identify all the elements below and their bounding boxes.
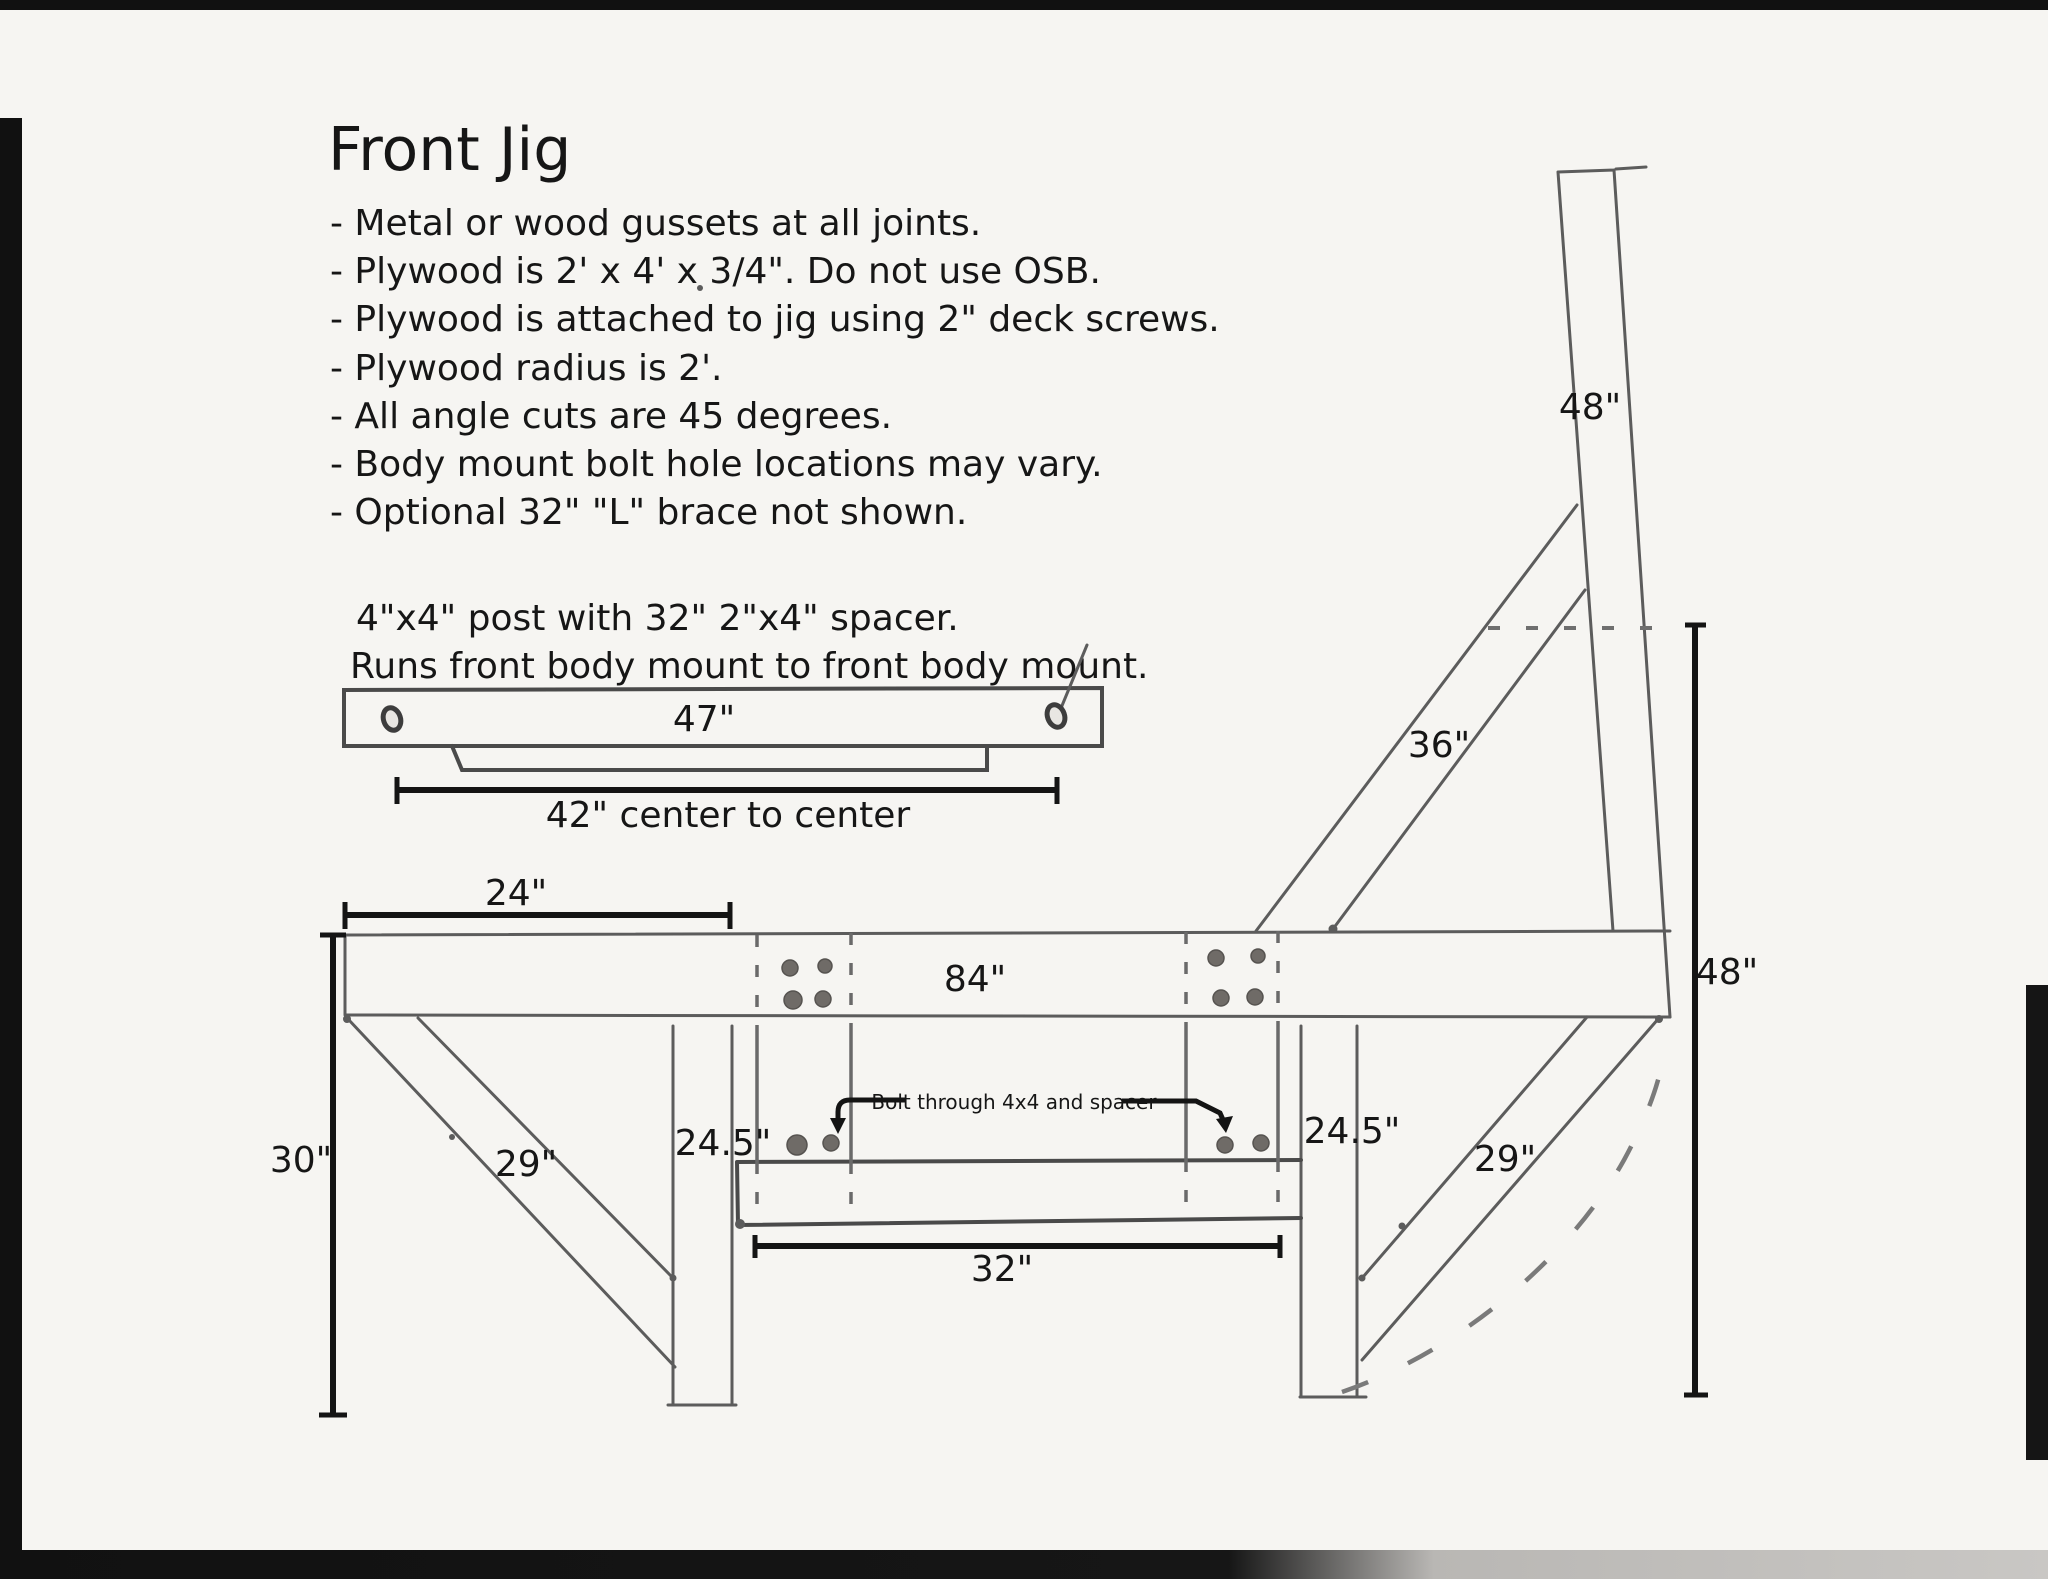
dim-30-label: 30" (270, 1140, 332, 1181)
left-post (666, 1024, 738, 1407)
annotation-text: Bolt through 4x4 and spacer (871, 1090, 1157, 1114)
right-post (1298, 1024, 1368, 1399)
note-item: - Metal or wood gussets at all joints. (330, 203, 981, 244)
scan-speck (697, 285, 703, 291)
dim-48-right (1684, 622, 1708, 1398)
pencil-dot (449, 1134, 455, 1140)
detail-center-to-center-label: 42" center to center (546, 795, 911, 836)
upper-brace (1254, 503, 1587, 933)
annotation-arrowhead-left (830, 1118, 846, 1134)
left-brace (346, 1016, 677, 1369)
detail-drawing: 4"x4" post with 32" 2"x4" spacer. Runs f… (342, 598, 1149, 836)
detail-bar-length-label: 47" (673, 699, 735, 740)
pencil-dot (669, 1274, 677, 1282)
pencil-dot (1398, 1222, 1406, 1230)
scan-border-left (0, 118, 22, 1558)
dimension-labels: 24" 84" 30" 29" 24.5" 32" 24.5" 29" 36" … (270, 387, 1758, 1290)
detail-dim-42: 42" center to center (394, 777, 1060, 836)
dim-245-left-label: 24.5" (675, 1123, 772, 1164)
dim-48-upper-label: 48" (1559, 387, 1621, 428)
note-item: - Plywood is 2' x 4' x 3/4". Do not use … (330, 251, 1101, 292)
detail-caption-line2: Runs front body mount to front body moun… (350, 646, 1149, 687)
annotation-arrowhead-right (1216, 1116, 1233, 1133)
detail-bar-outline (342, 685, 1104, 748)
dim-29-right-label: 29" (1474, 1139, 1536, 1180)
pencil-dot (735, 1219, 745, 1229)
dim-32-label: 32" (971, 1249, 1033, 1290)
page-title: Front Jig (328, 115, 571, 185)
right-brace (1360, 1015, 1661, 1362)
hidden-lines (755, 626, 1669, 1395)
note-item: - Plywood radius is 2'. (330, 348, 722, 389)
pencil-dot (343, 1015, 351, 1023)
detail-caption-line1: 4"x4" post with 32" 2"x4" spacer. (356, 598, 959, 639)
dim-36-label: 36" (1408, 725, 1470, 766)
dim-24 (342, 902, 733, 929)
scan-border-bottom (0, 1550, 2048, 1579)
note-item: - Body mount bolt hole locations may var… (330, 444, 1103, 485)
bolts (343, 924, 1663, 1282)
pencil-dot (1358, 1274, 1366, 1282)
dim-caps (394, 777, 1060, 804)
bolt-annotation: Bolt through 4x4 and spacer (830, 1090, 1233, 1134)
dim-245-right-label: 24.5" (1304, 1111, 1401, 1152)
plywood-radius-curve (1341, 1037, 1669, 1395)
main-drawing: 24" 84" 30" 29" 24.5" 32" 24.5" 29" 36" … (270, 165, 1758, 1418)
bolt-hole-left (380, 705, 404, 733)
dim-32 (752, 1235, 1283, 1258)
main-beam (343, 929, 1672, 1019)
annotation-arrow-right (1122, 1098, 1227, 1124)
pencil-dot (1655, 1015, 1663, 1023)
dim-29-left-label: 29" (495, 1144, 557, 1185)
dim-84-label: 84" (944, 959, 1006, 1000)
dim-30 (319, 932, 347, 1418)
jig-structure (343, 165, 1672, 1407)
spacer-bolts-right (1216, 1134, 1270, 1154)
body-mount-bolts-right (1207, 948, 1266, 1007)
dimension-lines (319, 622, 1708, 1418)
spacer-bolts-left (786, 1134, 840, 1156)
pencil-scratch (1057, 643, 1089, 715)
note-item: - All angle cuts are 45 degrees. (330, 396, 892, 437)
dim-48-right-label: 48" (1696, 952, 1758, 993)
detail-spacer-outline (450, 744, 989, 772)
upper-post (1556, 165, 1672, 1019)
body-mount-bolts-left (781, 958, 833, 1010)
pencil-dot (1328, 924, 1338, 934)
note-item: - Plywood is attached to jig using 2" de… (330, 299, 1220, 340)
annotation-arrow-left (835, 1097, 906, 1122)
note-item: - Optional 32" "L" brace not shown. (330, 492, 967, 533)
spacer-bar (735, 1158, 1303, 1227)
bolt-hole-right (1044, 702, 1068, 730)
scan-border-top (0, 0, 2048, 10)
dim-24-label: 24" (485, 873, 547, 914)
scan-border-right (2026, 985, 2048, 1460)
notes-list: - Metal or wood gussets at all joints. -… (330, 203, 1220, 533)
